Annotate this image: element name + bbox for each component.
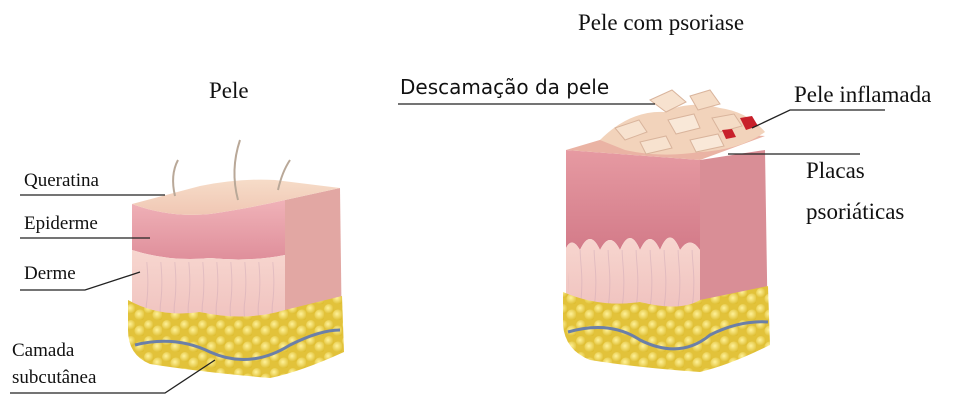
psoriasis-epidermis (566, 150, 700, 250)
label-derme: Derme (24, 263, 76, 285)
title-psoriasis-skin: Pele com psoriase (578, 10, 744, 36)
label-pele-inflamada: Pele inflamada (794, 82, 931, 108)
label-queratina: Queratina (24, 170, 99, 192)
title-normal-skin: Pele (209, 78, 249, 104)
label-placas: Placas (806, 158, 865, 184)
label-subcutanea: subcutânea (12, 367, 96, 389)
normal-skin-block (128, 140, 344, 378)
label-descamacao: Descamação da pele (400, 75, 609, 99)
hair-icon (173, 160, 178, 196)
label-camada: Camada (12, 340, 74, 362)
leader-inflamada (752, 110, 885, 128)
psoriasis-skin-block (563, 90, 770, 372)
label-epiderme: Epiderme (24, 213, 98, 235)
label-psoriaticas: psoriáticas (806, 199, 904, 225)
